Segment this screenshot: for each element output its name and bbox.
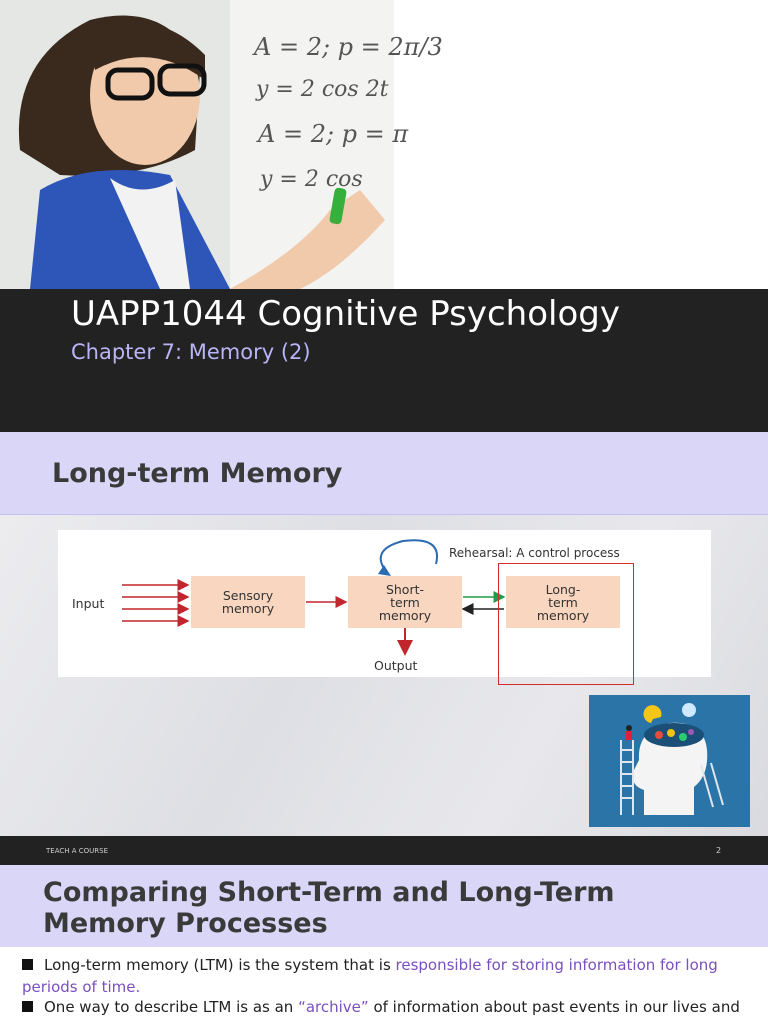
title-photo: A = 2; p = 2π/3 y = 2 cos 2t A = 2; p = … [0, 0, 443, 289]
input-label: Input [72, 596, 105, 611]
course-title: UAPP1044 Cognitive Psychology [71, 294, 620, 334]
bullet-item: One way to describe LTM is as an “archiv… [22, 996, 744, 1018]
bullet-text: One way to describe LTM is as an [44, 998, 299, 1016]
chapter-subtitle: Chapter 7: Memory (2) [71, 340, 311, 364]
bullet-highlight: “archive” [298, 998, 369, 1016]
square-bullet-icon [22, 1001, 33, 1012]
slide3-title: Comparing Short-Term and Long-Term Memor… [43, 877, 615, 939]
rehearsal-loop-arrow [379, 539, 439, 575]
short-line-2: term [390, 594, 420, 610]
output-label: Output [374, 658, 418, 673]
slide-long-term-memory: Long-term Memory Input Sensor [0, 432, 768, 837]
input-arrows [122, 579, 190, 627]
page-number: 2 [716, 846, 722, 855]
footer-course-label: TEACH A COURSE [46, 847, 109, 855]
bullet-text-after: of information about past events in our … [368, 998, 740, 1016]
sensory-line-2: memory [221, 601, 275, 616]
short-line-3: memory [378, 607, 432, 623]
board-line-3: A = 2; p = π [256, 120, 409, 148]
girl-writing-illustration: A = 2; p = 2π/3 y = 2 cos 2t A = 2; p = … [0, 0, 443, 289]
slide3-title-band [0, 865, 768, 947]
board-line-2: y = 2 cos 2t [255, 77, 389, 102]
bullet-highlight: responsible for storing information for … [22, 956, 718, 996]
rehearsal-label: Rehearsal: A control process [449, 546, 620, 560]
head-illustration [589, 695, 750, 827]
bullet-item: Long-term memory (LTM) is the system tha… [22, 954, 744, 998]
long-term-highlight-frame [498, 563, 634, 685]
slide3-body: Long-term memory (LTM) is the system tha… [0, 947, 768, 1024]
diagram-arrows [122, 539, 506, 656]
footer-bar [0, 836, 768, 865]
title-band [0, 289, 768, 432]
long-line-1: Long- [545, 581, 581, 597]
slide-title-band [0, 432, 768, 515]
short-line-1: Short- [385, 581, 425, 597]
slide-title: Long-term Memory [52, 458, 343, 489]
square-bullet-icon [22, 959, 33, 970]
board-line-4: y = 2 cos [259, 167, 363, 192]
brain-head-icon [589, 695, 750, 827]
bullet-text: Long-term memory (LTM) is the system tha… [44, 956, 396, 974]
sensory-line-1: Sensory [222, 588, 274, 603]
board-line-1: A = 2; p = 2π/3 [252, 33, 443, 61]
long-line-2: term [548, 594, 578, 610]
long-line-3: memory [536, 607, 590, 623]
